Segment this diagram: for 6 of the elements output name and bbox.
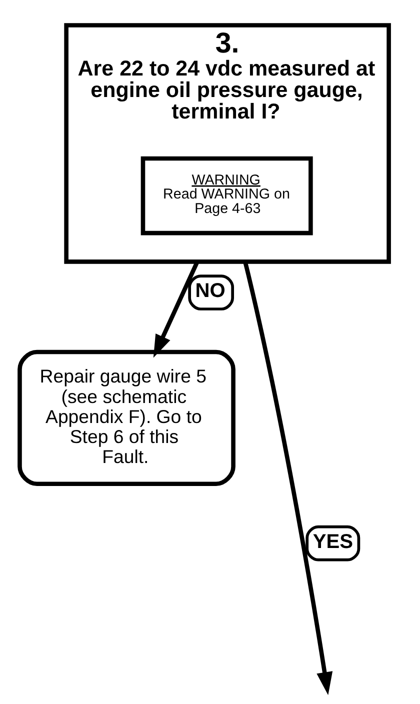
edge-label: NO (195, 280, 226, 302)
arrow (243, 261, 333, 696)
node-box: WARNING Read WARNING on Page 4-63 (140, 156, 313, 236)
edge-label: YES (312, 530, 353, 553)
arrow (153, 260, 200, 358)
node-box: Repair gauge wire 5 (see schematic Appendix F). Go to Step 6 of this Fault. (18, 350, 236, 486)
